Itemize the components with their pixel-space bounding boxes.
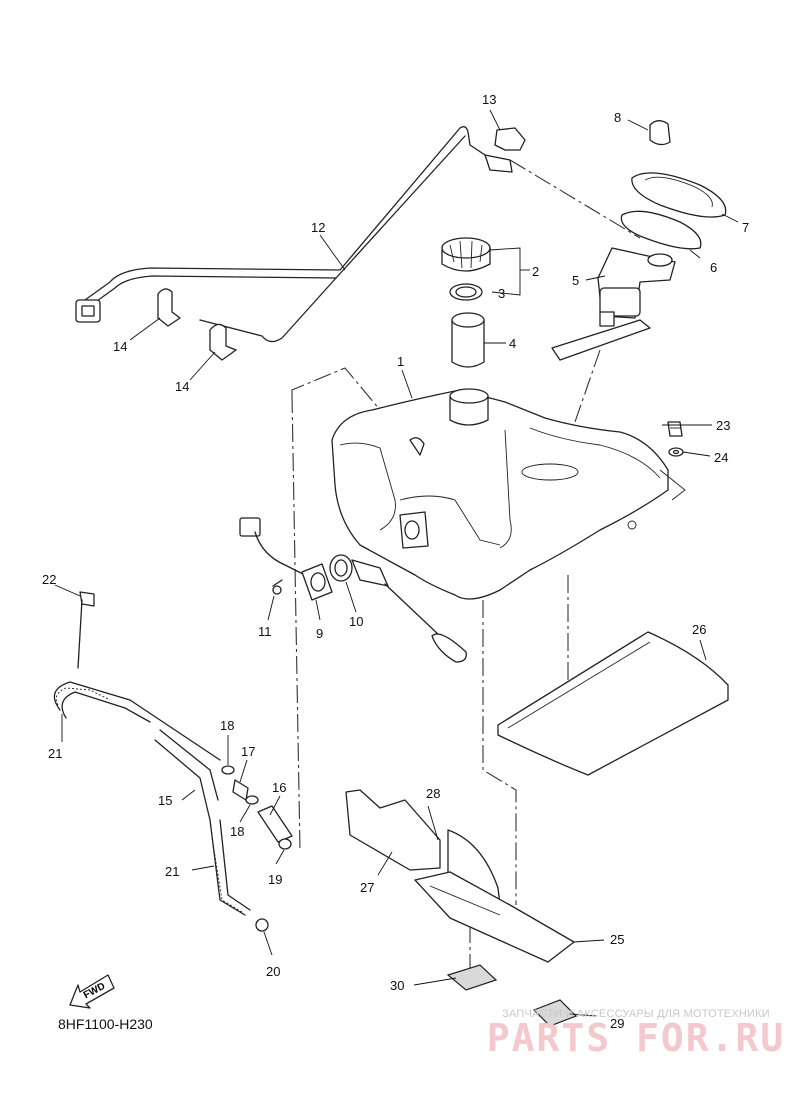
callout-17: 17 (241, 744, 255, 759)
hose-16 (257, 805, 293, 843)
breather-pipe (84, 126, 501, 343)
callout-19: 19 (268, 872, 282, 887)
callout-24: 24 (714, 450, 728, 465)
pipe-connector (75, 299, 101, 323)
clip-19 (278, 838, 292, 850)
callout-9: 9 (316, 626, 323, 641)
leader-lines (54, 109, 739, 1017)
band-22 (77, 591, 95, 669)
callout-22: 22 (42, 572, 56, 587)
callout-15: 15 (158, 793, 172, 808)
callout-20: 20 (266, 964, 280, 979)
callout-18-lower: 18 (230, 824, 244, 839)
callout-11: 11 (258, 624, 272, 639)
hose-15 (154, 729, 219, 821)
callout-26: 26 (692, 622, 706, 637)
filler-neck (451, 312, 485, 368)
callout-13: 13 (482, 92, 496, 107)
callout-7: 7 (742, 220, 749, 235)
sender-flange-9 (301, 563, 333, 601)
callout-25: 25 (610, 932, 624, 947)
washer-24 (668, 447, 684, 457)
callout-27: 27 (360, 880, 374, 895)
clamp-14-upper (157, 288, 181, 327)
callout-6: 6 (710, 260, 717, 275)
clip-13 (484, 127, 526, 173)
cap-20 (255, 918, 269, 932)
cover-27 (345, 789, 441, 871)
diagram-code: 8HF1100-H230 (58, 1016, 153, 1032)
callout-1: 1 (397, 354, 404, 369)
plate-26 (497, 631, 729, 776)
callout-21-lower: 21 (165, 864, 179, 879)
pad-29 (532, 999, 578, 1027)
joint-17 (232, 779, 249, 801)
fwd-arrow-icon: FWD (69, 974, 115, 1009)
callout-30: 30 (390, 978, 404, 993)
callout-23: 23 (716, 418, 730, 433)
callout-2: 2 (532, 264, 539, 279)
cap-gasket (449, 283, 483, 301)
callout-21-upper: 21 (48, 746, 62, 761)
callout-10: 10 (349, 614, 363, 629)
callout-3: 3 (498, 286, 505, 301)
watermark-subtitle: ЗАПЧАСТИ И АКСЕССУАРЫ ДЛЯ МОТОТЕХНИКИ (502, 1008, 770, 1020)
pump-cap-8 (649, 120, 671, 146)
fuel-cap (441, 237, 491, 272)
hose-21-upper (53, 681, 221, 761)
callout-18-upper: 18 (220, 718, 234, 733)
callout-12: 12 (311, 220, 325, 235)
callouts: 1 2 3 4 5 6 7 8 9 10 11 12 13 14 14 15 1… (42, 92, 749, 1031)
sender-gasket-10 (329, 554, 353, 582)
callout-5: 5 (572, 273, 579, 288)
pump-gasket-7 (631, 172, 727, 218)
fuel-pump (551, 247, 676, 361)
screw-11 (272, 579, 283, 595)
bolt-23 (667, 421, 683, 437)
pad-30 (446, 964, 498, 991)
callout-28: 28 (426, 786, 440, 801)
pump-seal-6 (620, 210, 702, 250)
clamp-14-lower (209, 323, 237, 361)
sender-float (351, 559, 467, 663)
sender-wiring (239, 517, 306, 576)
fuel-tank (331, 388, 686, 600)
callout-4: 4 (509, 336, 516, 351)
watermark-brand: PARTS FOR.RU (486, 1016, 786, 1060)
watermark: ЗАПЧАСТИ И АКСЕССУАРЫ ДЛЯ МОТОТЕХНИКИ PA… (486, 1008, 786, 1060)
callout-14-lower: 14 (175, 379, 189, 394)
clip-18-lower (245, 795, 259, 805)
callout-16: 16 (272, 780, 286, 795)
clip-18-upper (221, 765, 235, 775)
callout-29: 29 (610, 1016, 624, 1031)
callout-14-upper: 14 (113, 339, 127, 354)
hose-21-lower (209, 819, 251, 916)
callout-8: 8 (614, 110, 621, 125)
